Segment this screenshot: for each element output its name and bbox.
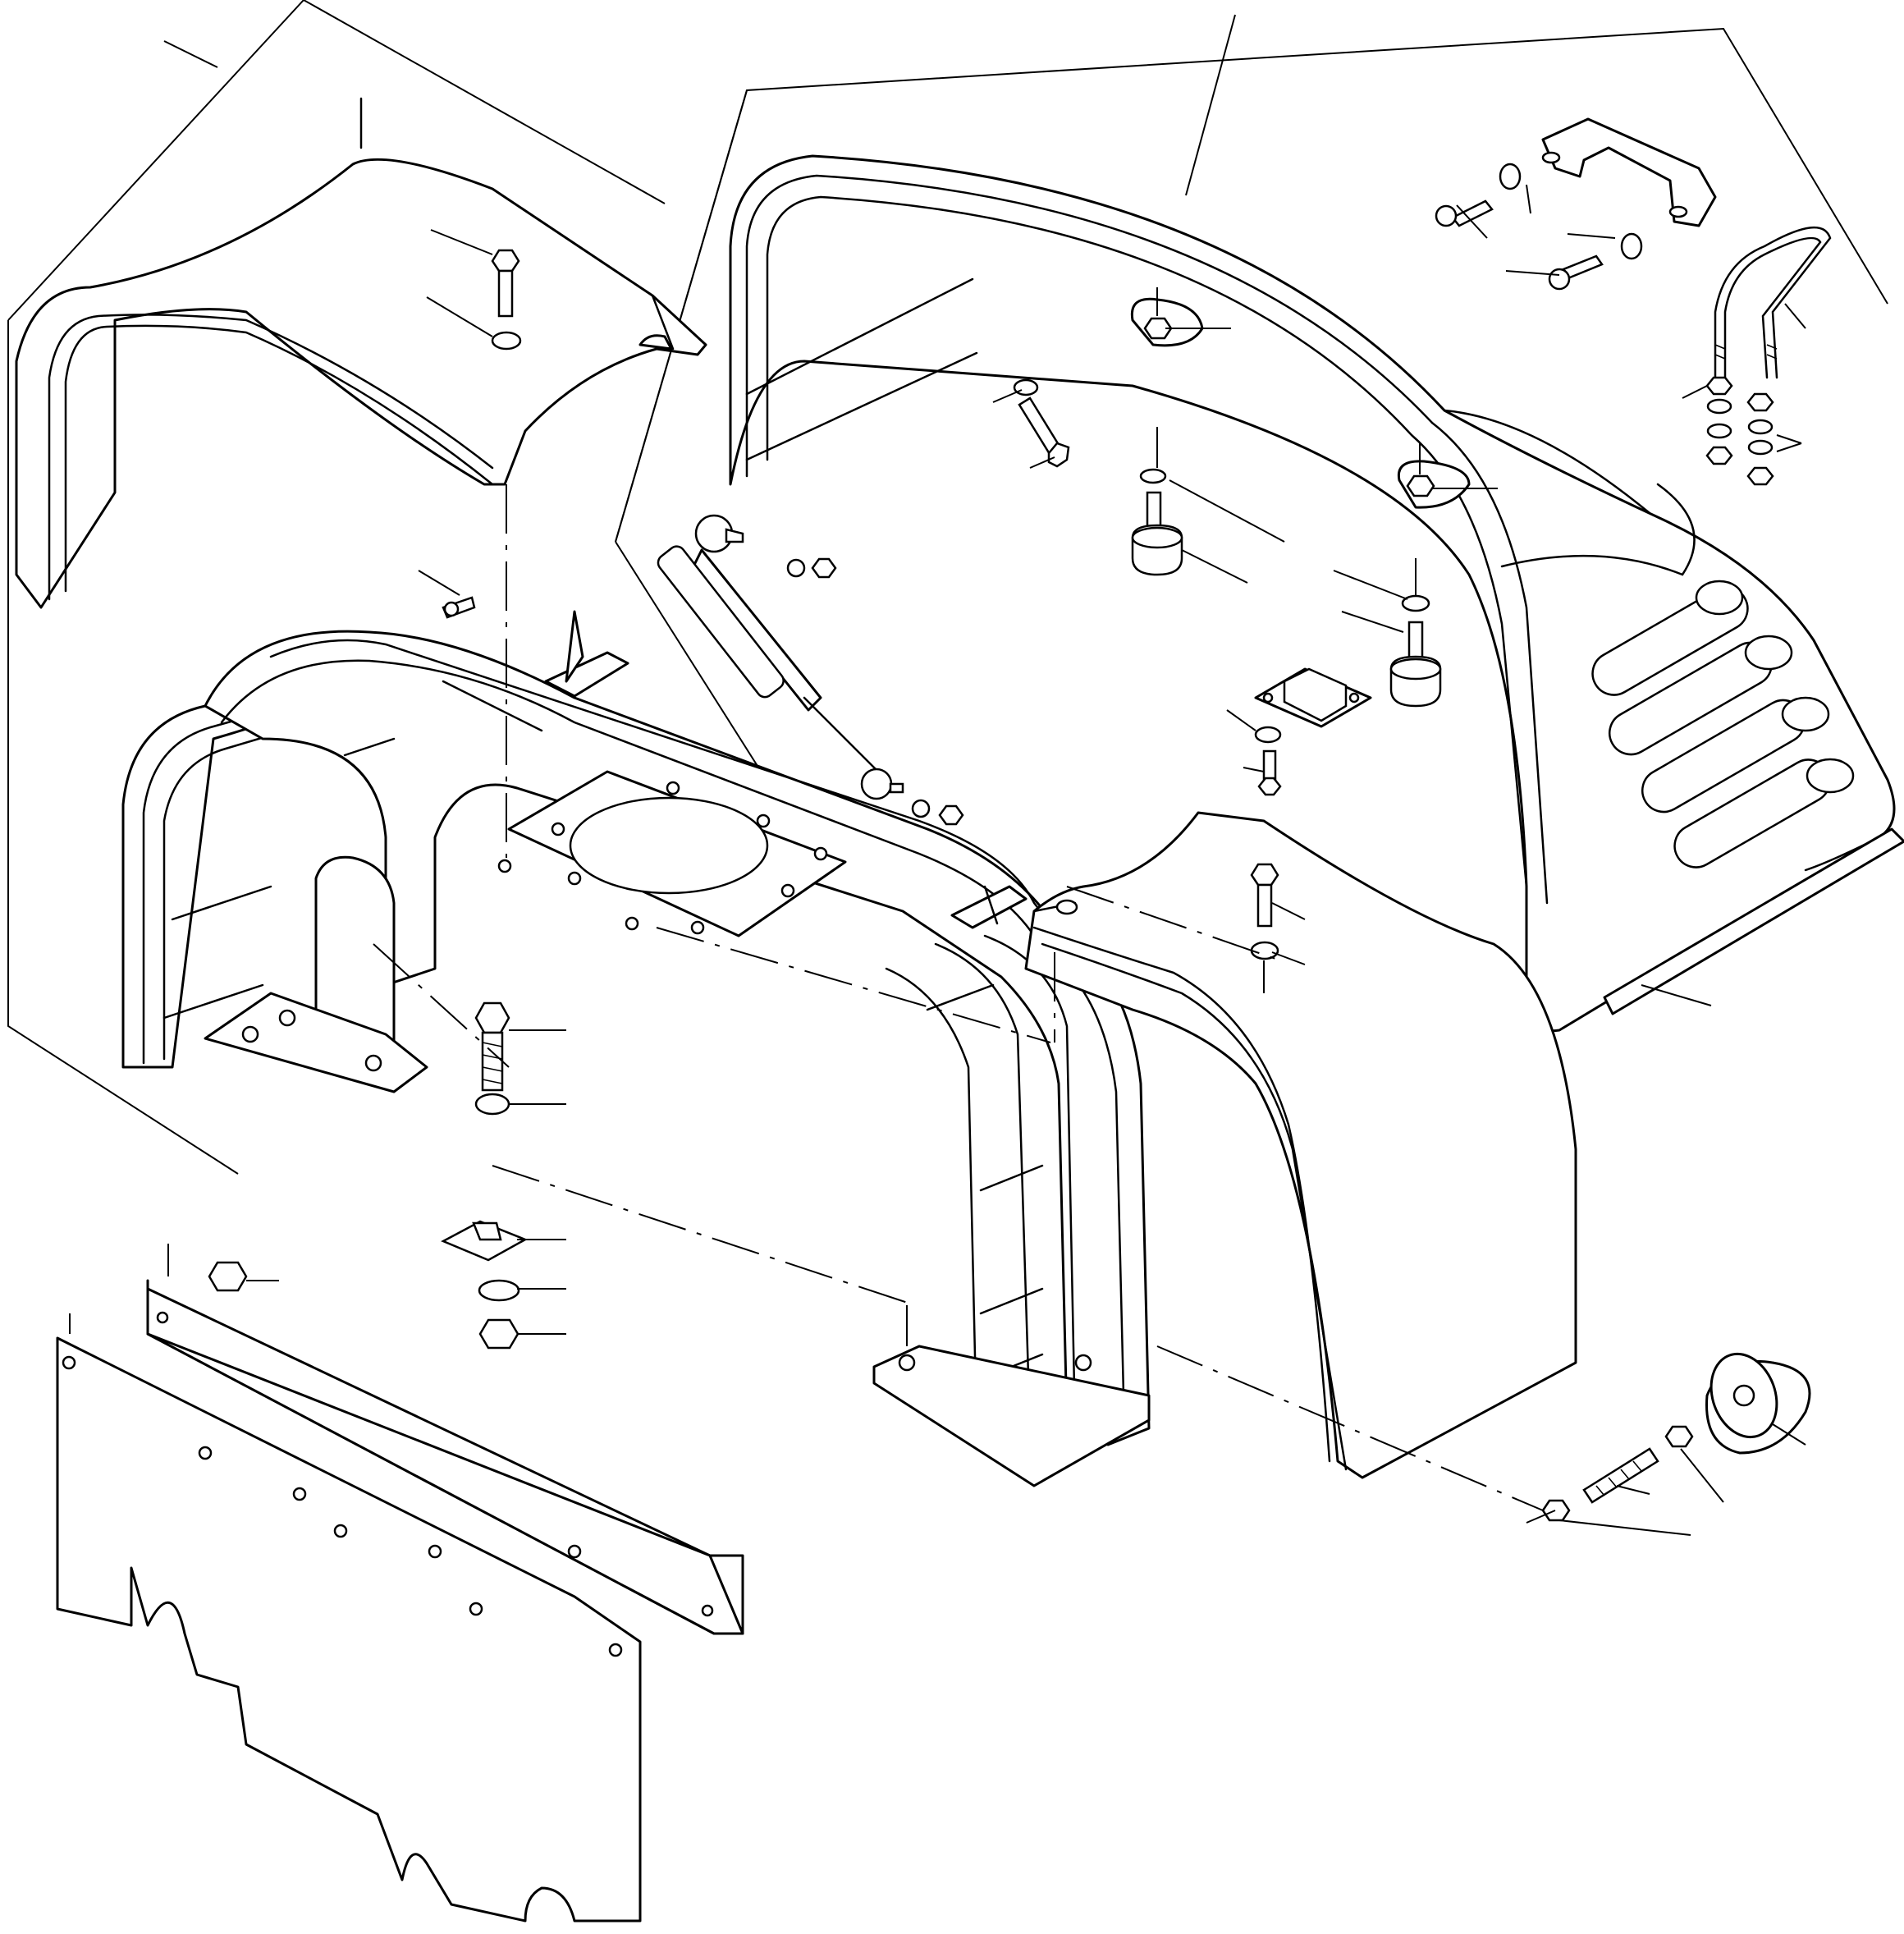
u-bolt bbox=[1682, 226, 1832, 486]
gas-strut bbox=[657, 514, 964, 826]
handle bbox=[1435, 117, 1717, 291]
counterweight-plate bbox=[56, 1244, 744, 1923]
right-fender bbox=[1024, 811, 1577, 1479]
left-fender bbox=[15, 97, 707, 609]
main-chassis-frame bbox=[121, 570, 1151, 1487]
bumper-cone bbox=[1526, 1352, 1811, 1536]
fasteners bbox=[208, 229, 1498, 1350]
front-hood bbox=[729, 154, 1904, 1033]
assembly-center-lines bbox=[373, 484, 1544, 1511]
group-leader-lines bbox=[7, 0, 1888, 1175]
